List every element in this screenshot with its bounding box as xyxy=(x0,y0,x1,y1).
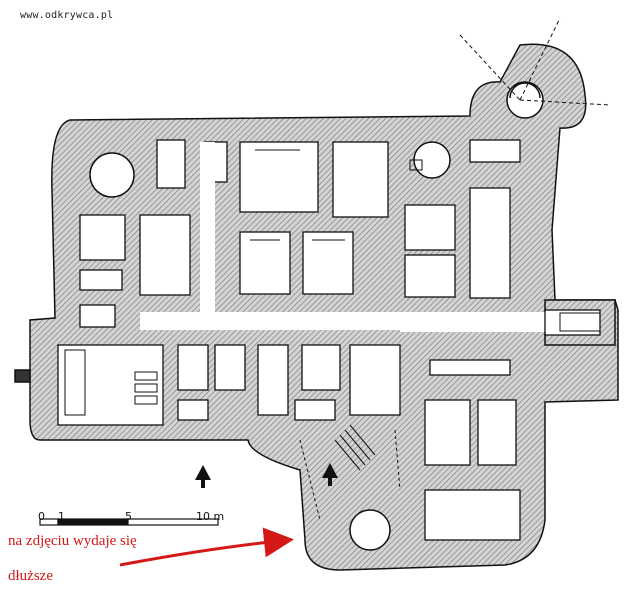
scale-label-0: 0 xyxy=(38,510,45,523)
scale-label-1: 1 xyxy=(58,510,65,523)
entrance-stairs xyxy=(299,424,401,521)
watermark-text: www.odkrywca.pl xyxy=(20,10,114,21)
rooms xyxy=(57,139,601,541)
entrance-tower xyxy=(459,17,611,119)
scale-label-10: 10 m xyxy=(196,510,225,523)
round-chambers xyxy=(89,141,451,551)
scale-bar xyxy=(39,518,219,526)
room-details xyxy=(64,149,601,416)
annotation-line-1: na zdjęciu wydaje się xyxy=(8,533,137,549)
annotation-line-2: dłuższe xyxy=(8,568,53,584)
scale-label-5: 5 xyxy=(125,510,132,523)
entrance-arrows xyxy=(195,463,338,488)
annotation-arrow xyxy=(119,527,294,567)
